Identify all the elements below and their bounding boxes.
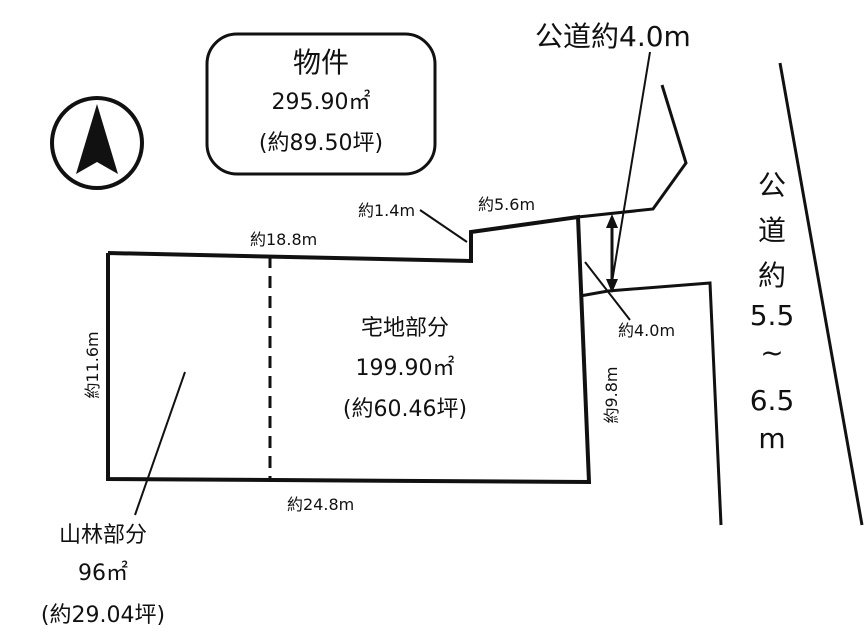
property-title: 物件 — [293, 46, 349, 79]
svg-text:道: 道 — [758, 214, 786, 247]
road-north-edge — [577, 84, 688, 219]
svg-text:m: m — [758, 422, 785, 455]
residential-title: 宅地部分 — [361, 316, 449, 341]
forest-tsubo: (約29.04坪) — [41, 603, 165, 628]
road-east-label: 公 道 約 5.5 ~ 6.5 m — [750, 169, 795, 455]
property-tsubo: (約89.50坪) — [259, 131, 383, 156]
road-east-edge — [579, 281, 723, 526]
dim-right-lower: 約9.8m — [602, 366, 621, 423]
property-summary-box — [205, 32, 437, 176]
svg-text:公: 公 — [758, 169, 786, 202]
dim-bottom: 約24.8m — [287, 495, 354, 514]
road-north-label: 公道約4.0m — [535, 20, 691, 53]
forest-leader — [134, 371, 186, 516]
dim-top-left: 約18.8m — [250, 230, 317, 249]
dim-step-leader — [419, 209, 468, 243]
residential-area: 199.90㎡ — [356, 355, 455, 381]
property-area: 295.90㎡ — [272, 89, 371, 115]
dim-right-upper: 約4.0m — [618, 321, 675, 340]
svg-text:~: ~ — [760, 336, 783, 369]
dim-left: 約11.6m — [83, 331, 102, 398]
forest-title: 山林部分 — [59, 523, 147, 548]
forest-area: 96㎡ — [78, 560, 128, 586]
road-width-arrow — [606, 51, 651, 293]
dim-step: 約1.4m — [358, 201, 415, 220]
dim-right-upper-leader — [584, 261, 631, 321]
svg-text:約: 約 — [758, 259, 786, 292]
dim-top-right: 約5.6m — [478, 195, 535, 214]
road-east-far-edge — [778, 62, 864, 526]
svg-text:6.5: 6.5 — [750, 384, 795, 417]
lot-outline — [106, 214, 592, 485]
north-arrow-icon — [50, 96, 144, 190]
residential-tsubo: (約60.46坪) — [343, 397, 467, 422]
svg-text:5.5: 5.5 — [750, 299, 795, 332]
